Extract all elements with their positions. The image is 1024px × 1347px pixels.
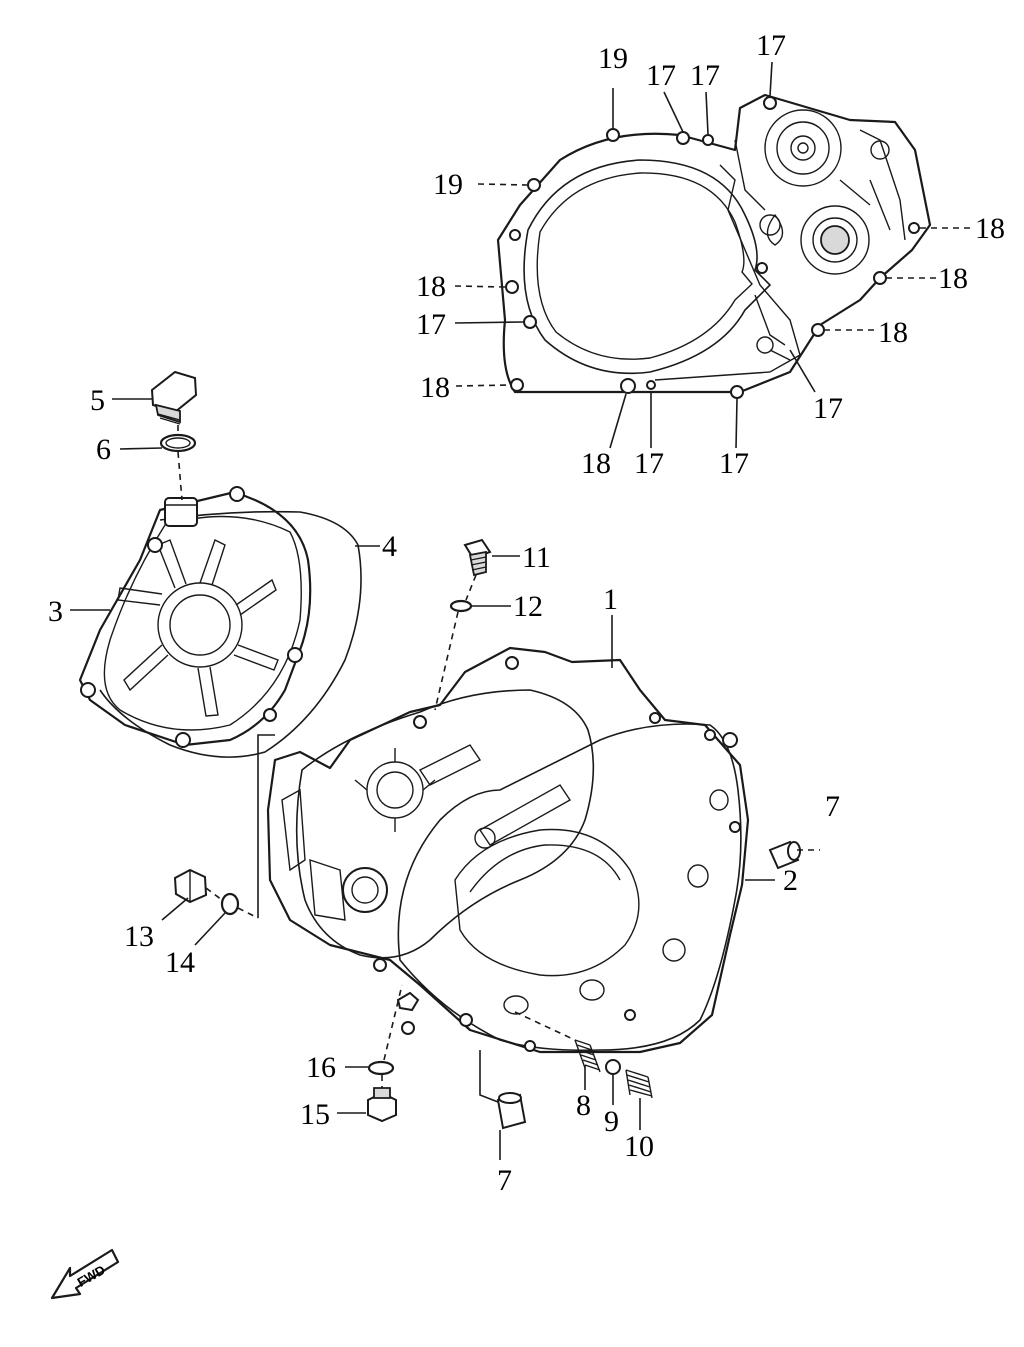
callout-4: 4 <box>382 530 397 563</box>
callout-18-left-b: 18 <box>420 371 450 404</box>
callout-19-top: 19 <box>598 42 628 75</box>
callout-7-right: 7 <box>825 790 840 823</box>
callout-18-right-b: 18 <box>938 262 968 295</box>
inner-cover-leaders <box>454 61 975 449</box>
callout-18-right-c: 18 <box>878 316 908 349</box>
callout-14: 14 <box>165 946 195 979</box>
callout-18-right-a: 18 <box>975 212 1005 245</box>
callout-18-bottom: 18 <box>581 447 611 480</box>
crankcase-cover-assembly <box>266 646 801 1130</box>
callout-19-left: 19 <box>433 168 463 201</box>
callout-labels: 19 17 17 17 19 18 18 17 18 18 18 18 17 1… <box>48 29 1005 1197</box>
crankcase-cover-leaders <box>257 615 820 1160</box>
callout-5: 5 <box>90 384 105 417</box>
fwd-arrow-icon: FWD <box>50 1248 120 1300</box>
callout-17-top-a: 17 <box>646 59 676 92</box>
callout-10: 10 <box>624 1130 654 1163</box>
callout-13: 13 <box>124 920 154 953</box>
callout-16: 16 <box>306 1051 336 1084</box>
fwd-label: FWD <box>75 1262 108 1290</box>
callout-17-bottom-b: 17 <box>719 447 749 480</box>
callout-11: 11 <box>522 541 551 574</box>
callout-1: 1 <box>603 583 618 616</box>
callout-12: 12 <box>513 590 543 623</box>
callout-17-top-c: 17 <box>756 29 786 62</box>
callout-17-left: 17 <box>416 308 446 341</box>
callout-3: 3 <box>48 595 63 628</box>
callout-17-right: 17 <box>813 392 843 425</box>
callout-2: 2 <box>783 864 798 897</box>
outer-cover-assembly <box>78 370 362 758</box>
callout-9: 9 <box>604 1105 619 1138</box>
callout-6: 6 <box>96 433 111 466</box>
plug-11-12 <box>434 538 520 711</box>
callout-18-left-a: 18 <box>416 270 446 303</box>
inner-cover-assembly <box>496 93 932 399</box>
bolt-15-16 <box>337 984 420 1123</box>
callout-17-bottom-a: 17 <box>634 447 664 480</box>
callout-15: 15 <box>300 1098 330 1131</box>
callout-17-top-b: 17 <box>690 59 720 92</box>
outer-cover-leaders <box>70 398 380 611</box>
callout-7-bottom: 7 <box>497 1164 512 1197</box>
bolt-13-14 <box>161 868 259 946</box>
callout-8: 8 <box>576 1089 591 1122</box>
